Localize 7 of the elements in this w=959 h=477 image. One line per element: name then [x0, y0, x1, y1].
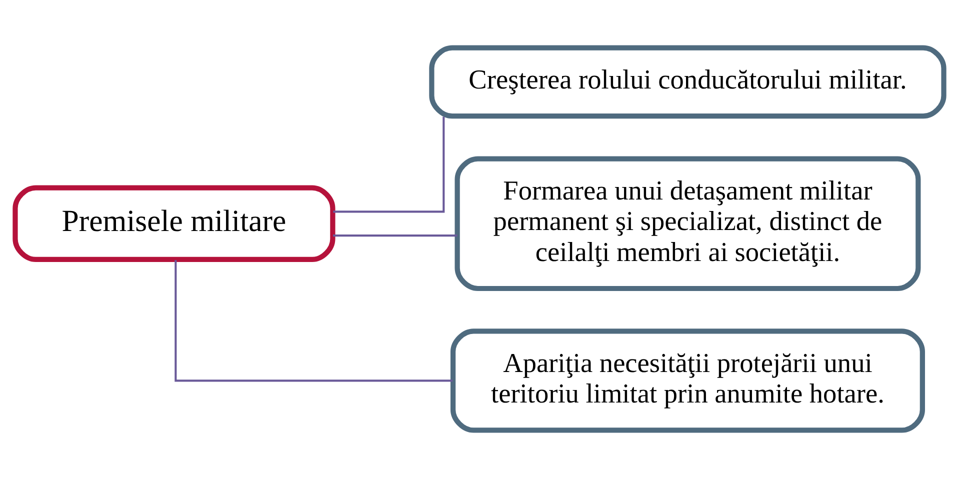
node-box: Premisele militare: [12, 184, 336, 262]
connector: [333, 234, 458, 236]
connector: [333, 116, 445, 212]
node-box: Formarea unui detaşament militar permanent şi specializat, distinct de ceilalţi membri ai societăţii.: [454, 156, 921, 291]
connector: [174, 260, 453, 382]
node-box: Apariţia necesităţii protejării unui teritoriu limitat prin anumite hotare.: [450, 328, 925, 432]
node-box: Creşterea rolului conducătorului militar.: [429, 44, 946, 118]
